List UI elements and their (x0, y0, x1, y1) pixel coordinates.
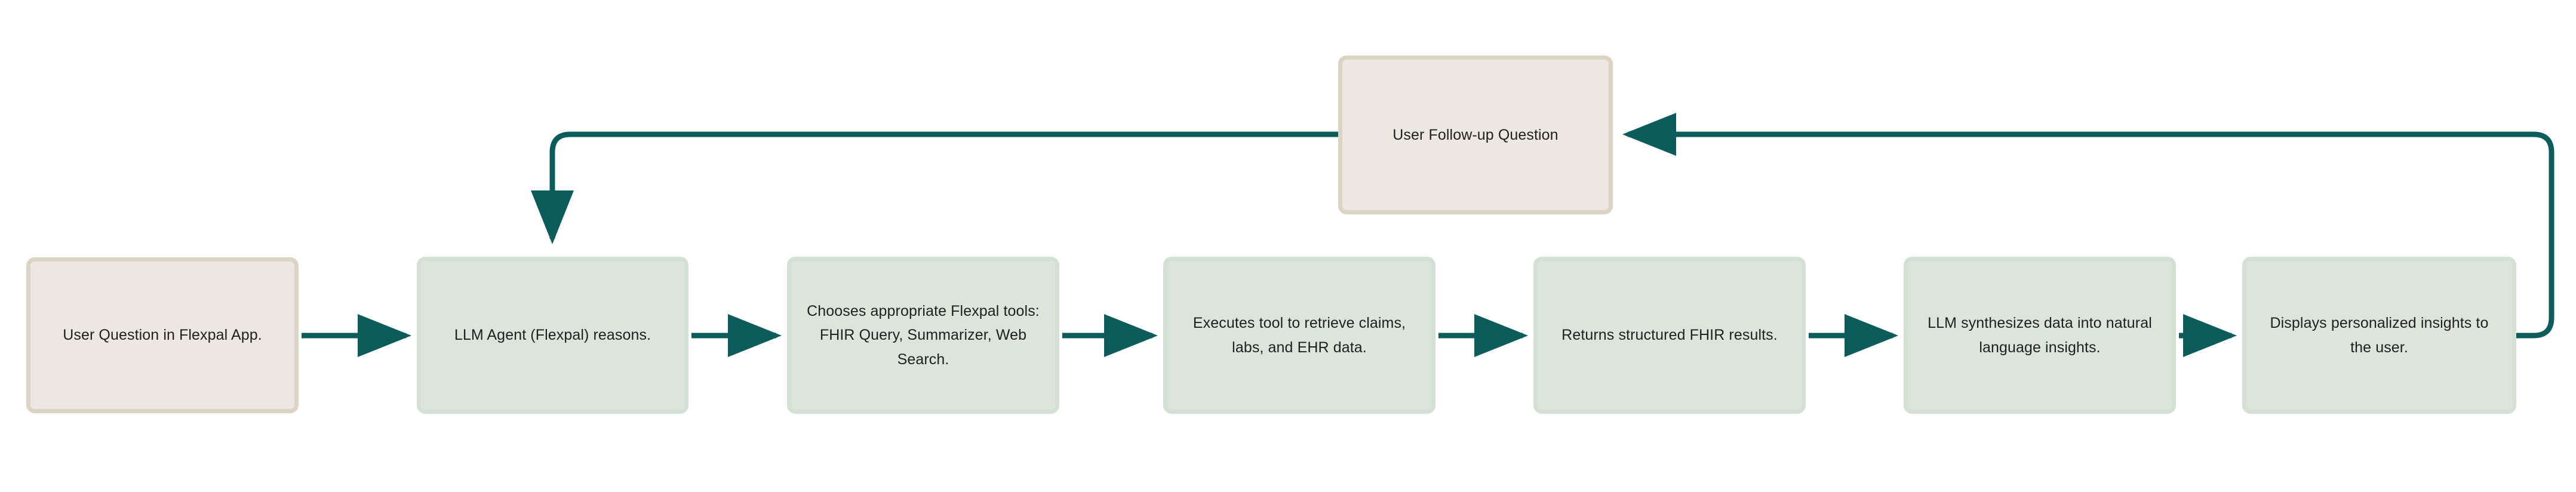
node-chooses-tools[interactable]: Chooses appropriate Flexpal tools: FHIR … (787, 257, 1059, 414)
node-user-question[interactable]: User Question in Flexpal App. (26, 257, 299, 413)
node-displays-insights-label: Displays personalized insights to the us… (2270, 315, 2489, 356)
node-returns-fhir[interactable]: Returns structured FHIR results. (1533, 257, 1806, 414)
node-executes-tool-label: Executes tool to retrieve claims, labs, … (1192, 315, 1406, 356)
node-llm-agent-label: LLM Agent (Flexpal) reasons. (454, 327, 651, 344)
node-returns-fhir-label: Returns structured FHIR results. (1561, 327, 1778, 344)
node-llm-agent[interactable]: LLM Agent (Flexpal) reasons. (417, 257, 688, 414)
node-user-followup-question-label: User Follow-up Question (1392, 126, 1558, 143)
node-user-question-label: User Question in Flexpal App. (63, 327, 262, 344)
node-displays-insights[interactable]: Displays personalized insights to the us… (2242, 257, 2516, 414)
node-llm-synthesizes[interactable]: LLM synthesizes data into natural langua… (1904, 257, 2176, 414)
node-executes-tool[interactable]: Executes tool to retrieve claims, labs, … (1163, 257, 1435, 414)
node-llm-synthesizes-label: LLM synthesizes data into natural langua… (1928, 315, 2152, 356)
node-user-followup-question[interactable]: User Follow-up Question (1338, 56, 1613, 214)
edge-user-followup-to-llm-agent (531, 131, 1338, 244)
node-chooses-tools-label: Chooses appropriate Flexpal tools: FHIR … (807, 302, 1040, 368)
